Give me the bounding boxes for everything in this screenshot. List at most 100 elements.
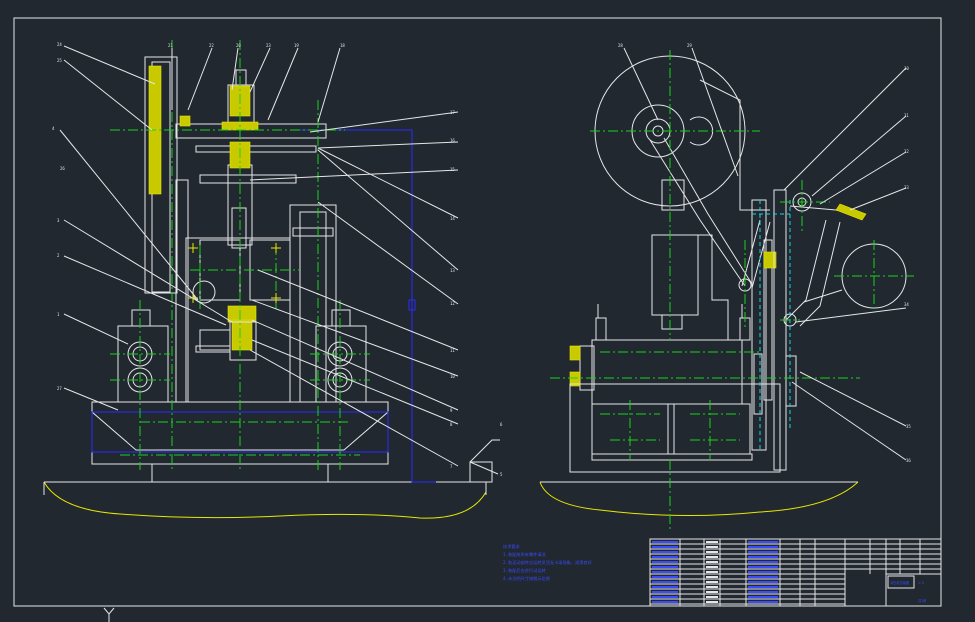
label: 2 [57, 253, 60, 258]
parts-entry [652, 596, 678, 598]
parts-entry [706, 546, 718, 548]
parts-entry [706, 571, 718, 573]
label: 30 [904, 66, 909, 71]
label: 27 [57, 386, 62, 391]
parts-entry [748, 556, 778, 558]
left-column [144, 56, 178, 294]
parts-entry [706, 581, 718, 583]
cylinder-body [651, 234, 699, 316]
parts-entry [748, 541, 778, 543]
label: 34 [904, 302, 909, 307]
label: 10 [450, 374, 455, 379]
parts-entry [652, 566, 678, 568]
parts-entry [652, 591, 678, 593]
notes-line: 3.装配后应进行试运转 [503, 567, 546, 574]
parts-entry [652, 546, 678, 548]
parts-entry [706, 591, 718, 593]
ground-wave [43, 481, 487, 519]
label: 14 [450, 216, 455, 221]
label: 21 [168, 43, 173, 48]
label: 29 [687, 43, 692, 48]
label: 31 [904, 113, 909, 118]
parts-entry [748, 571, 778, 573]
label: 36 [906, 458, 911, 463]
label: 11 [450, 348, 455, 353]
parts-entry [652, 551, 678, 553]
parts-list-grid [650, 539, 941, 606]
label: 35 [906, 424, 911, 429]
base-plinth [151, 463, 329, 483]
parts-entry [652, 571, 678, 573]
ucs-icon [103, 607, 115, 622]
title-block: 冲压机总装图 1:5 共1张 [649, 538, 942, 607]
parts-entry [748, 566, 778, 568]
label: 33 [904, 185, 909, 190]
parts-entry [706, 576, 718, 578]
label: 32 [904, 149, 909, 154]
parts-entry [652, 586, 678, 588]
drawing-title: 冲压机总装图 [890, 580, 909, 585]
label: 22 [209, 43, 214, 48]
label: 8 [450, 422, 453, 427]
label: 19 [294, 43, 299, 48]
label: 3 [57, 218, 60, 223]
parts-entry [652, 601, 678, 603]
parts-entry [652, 581, 678, 583]
parts-entry [706, 601, 718, 603]
cabinet [569, 383, 781, 473]
label: 20 [236, 43, 241, 48]
right-side-view [539, 47, 914, 530]
technical-notes: 技术要求 1.装配前所有零件清洗 2.各运动部件应运转灵活无卡滞现象，润滑良好 … [503, 543, 592, 582]
label: 18 [340, 43, 345, 48]
label: 16 [450, 138, 455, 143]
label: 28 [618, 43, 623, 48]
notes-line: 2.各运动部件应运转灵活无卡滞现象，润滑良好 [503, 559, 592, 566]
hidden-rod [300, 129, 436, 483]
notes-line: 1.装配前所有零件清洗 [503, 551, 547, 558]
label: 13 [450, 268, 455, 273]
label: 9 [450, 408, 453, 413]
drawing-sheet: 共1张 [918, 598, 927, 603]
label: 7 [450, 464, 453, 469]
label: 6 [500, 422, 503, 427]
label: 24 [57, 42, 62, 47]
drawing-border [13, 17, 942, 607]
notes-heading: 技术要求 [503, 543, 521, 550]
parts-entry [652, 541, 678, 543]
label: 5 [500, 472, 503, 477]
main-frame [185, 237, 291, 403]
label: 12 [450, 301, 455, 306]
label: 25 [57, 58, 62, 63]
parts-entry [706, 561, 718, 563]
top-cap [235, 69, 247, 86]
parts-entry [748, 561, 778, 563]
label: 1 [57, 312, 60, 317]
parts-entry [652, 556, 678, 558]
parts-entry [748, 546, 778, 548]
label: 23 [266, 43, 271, 48]
parts-entry [748, 596, 778, 598]
parts-entry [748, 576, 778, 578]
parts-entry [706, 556, 718, 558]
parts-entry [706, 586, 718, 588]
label: 17 [450, 110, 455, 115]
parts-entry [706, 566, 718, 568]
parts-entry [748, 581, 778, 583]
parts-entry [706, 596, 718, 598]
parts-entry [748, 591, 778, 593]
parts-entry [706, 551, 718, 553]
parts-entry [748, 586, 778, 588]
label: 26 [60, 166, 65, 171]
left-front-view [43, 40, 500, 519]
notes-line: 4.未注明尺寸按图示比例 [503, 575, 550, 582]
parts-entry [748, 551, 778, 553]
press-bed [591, 339, 743, 405]
label: 4 [52, 126, 55, 131]
label: 15 [450, 167, 455, 172]
right-labels: 28 29 30 31 32 33 34 35 36 [618, 43, 911, 463]
parts-entry [706, 541, 718, 543]
drawing-scale: 1:5 [918, 581, 924, 585]
parts-entry [652, 576, 678, 578]
parts-entry [748, 601, 778, 603]
